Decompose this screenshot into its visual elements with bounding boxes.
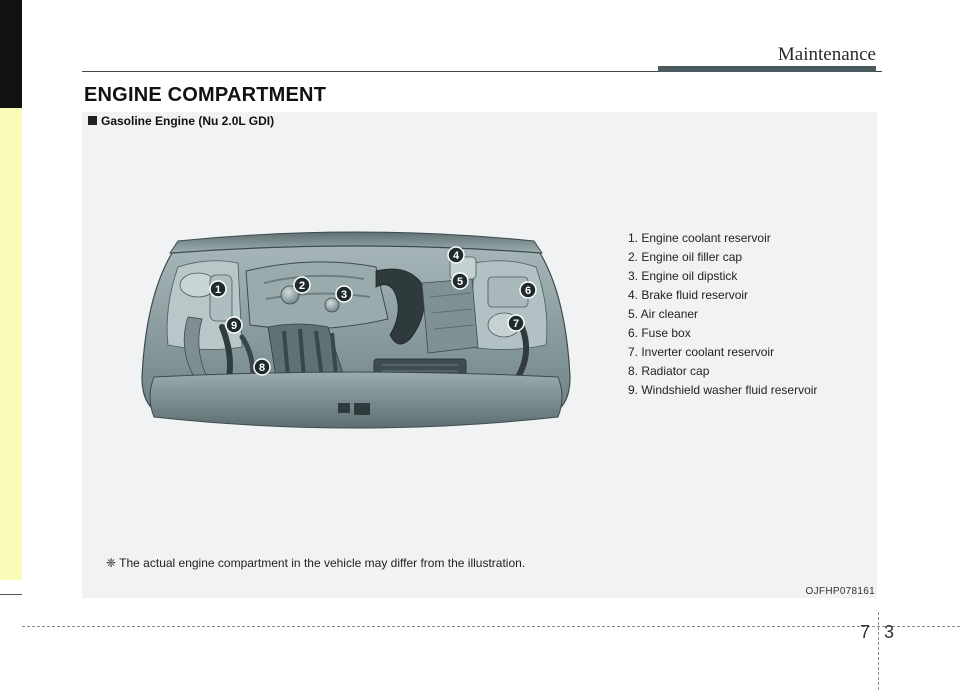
callout-4: 4 [447, 246, 465, 264]
chapter-tab-yellow [0, 108, 22, 580]
callout-7: 7 [507, 314, 525, 332]
chapter-number: 7 [860, 622, 871, 642]
legend-item: 5. Air cleaner [628, 307, 699, 321]
svg-text:9: 9 [231, 320, 237, 332]
figure-caption-text: Gasoline Engine (Nu 2.0L GDI) [101, 114, 275, 128]
svg-text:1: 1 [215, 284, 221, 296]
chapter-tab-black [0, 0, 22, 108]
svg-text:2: 2 [299, 280, 305, 292]
component-legend: 1. Engine coolant reservoir 2. Engine oi… [628, 229, 817, 400]
callout-8: 8 [253, 358, 271, 376]
svg-text:7: 7 [513, 318, 519, 330]
legend-item: 2. Engine oil filler cap [628, 250, 743, 264]
figure-panel: Gasoline Engine (Nu 2.0L GDI) [82, 112, 877, 598]
sidebar-divider [0, 594, 22, 595]
callout-1: 1 [209, 280, 227, 298]
legend-item: 6. Fuse box [628, 326, 691, 340]
figure-caption: Gasoline Engine (Nu 2.0L GDI) [88, 114, 274, 128]
callout-9: 9 [225, 316, 243, 334]
svg-text:5: 5 [457, 276, 463, 288]
legend-item: 8. Radiator cap [628, 364, 710, 378]
square-bullet-icon [88, 116, 97, 125]
section-title: Maintenance [777, 44, 876, 65]
legend-item: 7. Inverter coolant reservoir [628, 345, 775, 359]
page-heading: ENGINE COMPARTMENT [84, 84, 327, 106]
callout-2: 2 [293, 276, 311, 294]
legend-item: 3. Engine oil dipstick [628, 269, 738, 283]
svg-text:3: 3 [341, 289, 347, 301]
svg-text:8: 8 [259, 362, 265, 374]
legend-item: 9. Windshield washer fluid reservoir [628, 383, 818, 397]
page-number: 3 [884, 622, 895, 642]
illustration-footnote: ❈ The actual engine compartment in the v… [106, 556, 526, 570]
callout-6: 6 [519, 281, 537, 299]
header-rule [82, 71, 882, 72]
callout-3: 3 [335, 285, 353, 303]
svg-text:6: 6 [525, 285, 531, 297]
header-accent-bar [658, 66, 876, 72]
engine-compartment-illustration: 1 2 3 4 5 6 7 8 [141, 231, 571, 429]
footer-dashed-rule [22, 626, 960, 627]
callout-5: 5 [451, 272, 469, 290]
legend-item: 4. Brake fluid reservoir [628, 288, 749, 302]
footer-dashed-divider [878, 612, 879, 690]
svg-text:4: 4 [453, 250, 460, 262]
legend-item: 1. Engine coolant reservoir [628, 231, 771, 245]
figure-code: OJFHP078161 [805, 586, 875, 597]
